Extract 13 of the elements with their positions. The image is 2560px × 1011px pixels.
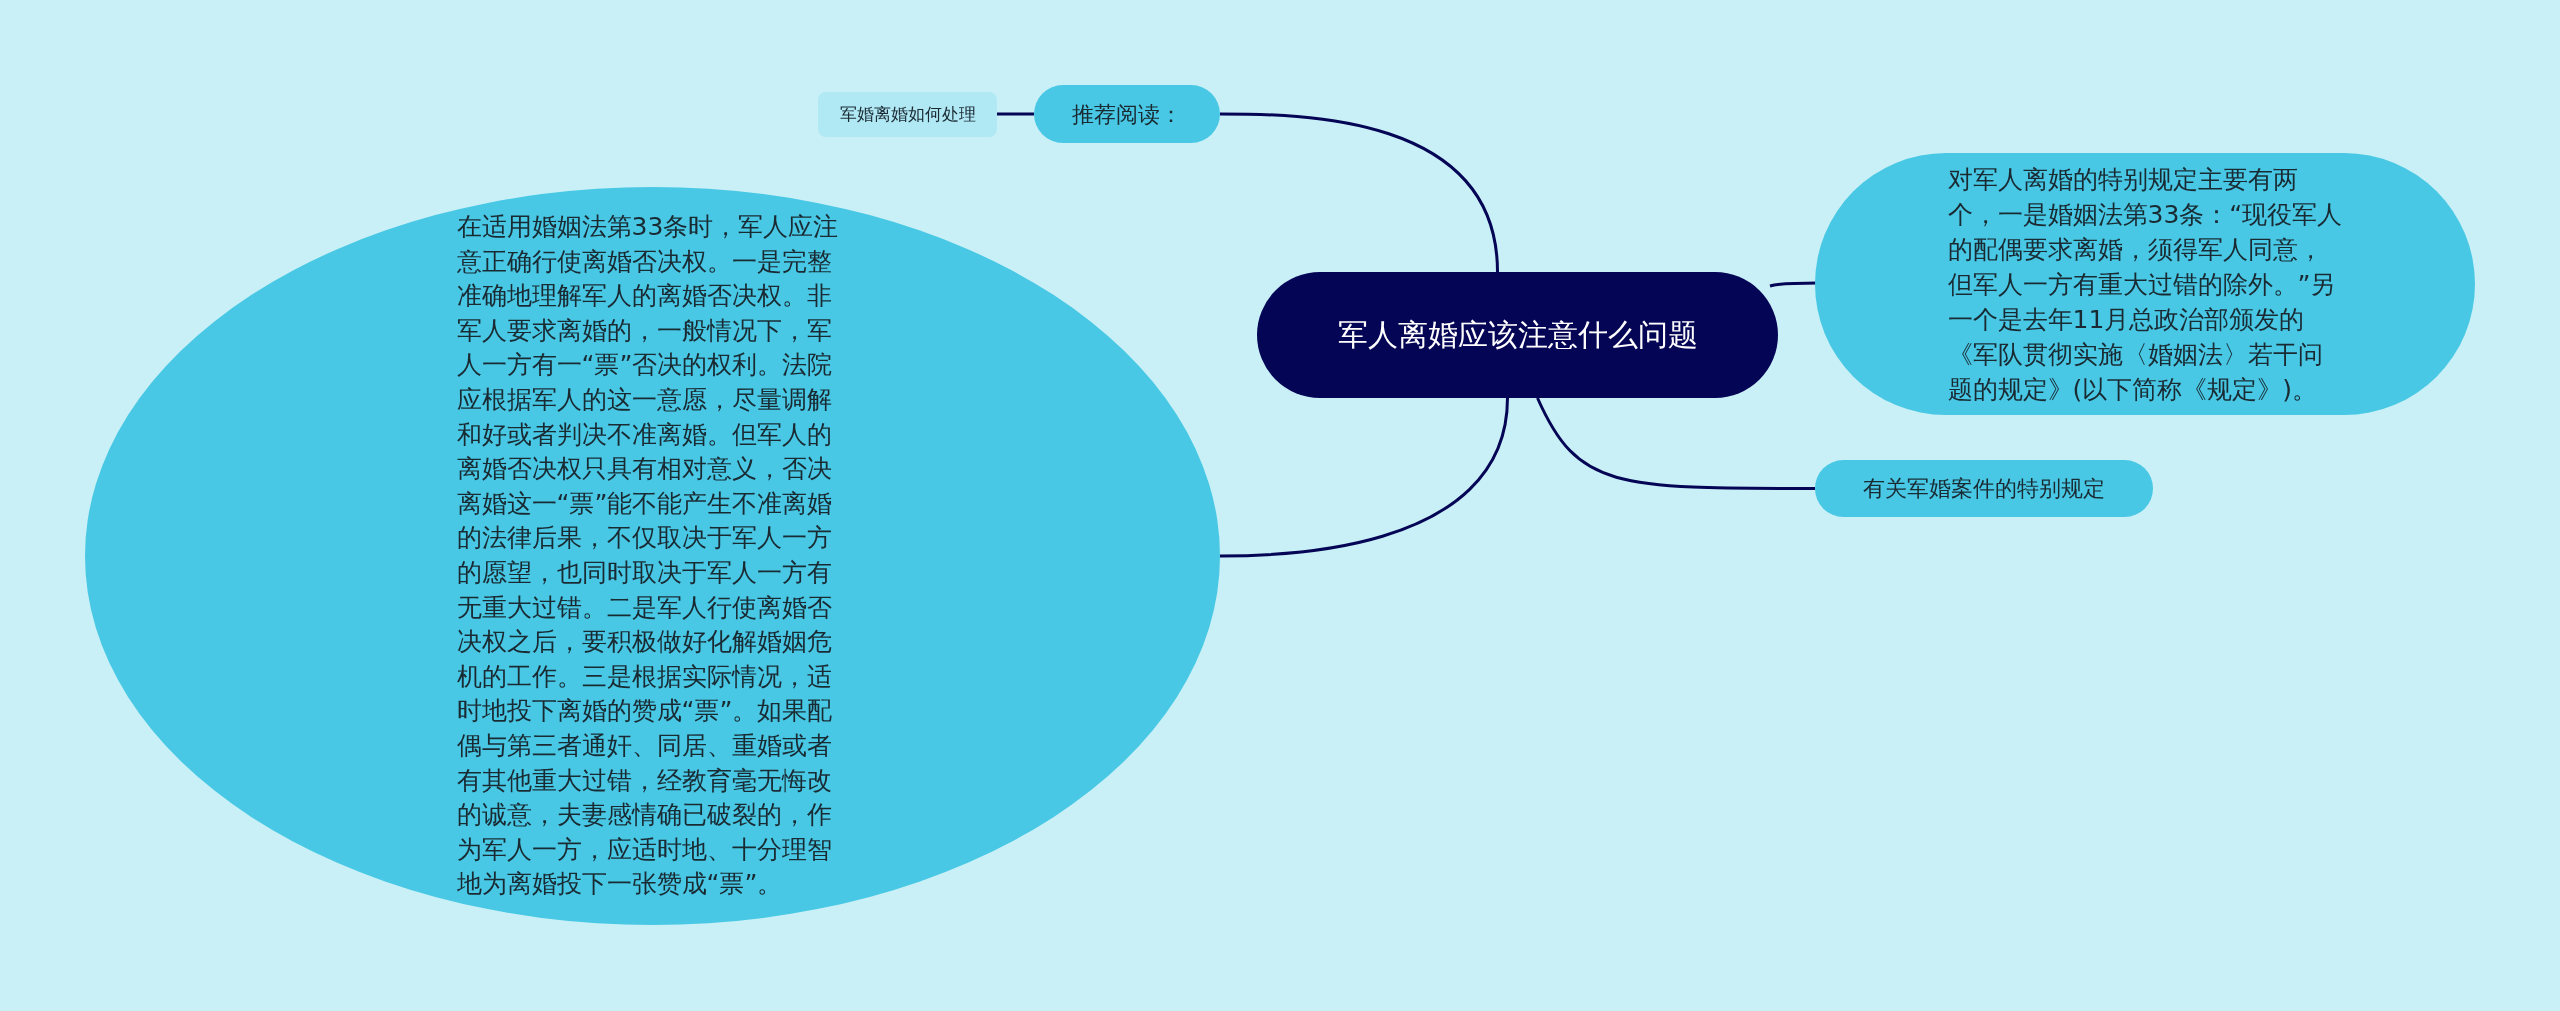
topic-text: 军婚离婚如何处理 xyxy=(839,102,976,126)
topic-pill xyxy=(1034,85,1220,143)
connector-line xyxy=(1536,397,1815,490)
connector-line xyxy=(997,112,1034,116)
connector-line xyxy=(1220,397,1509,558)
topic-text: 在适用婚姻法第33条时，军人应注意正确行使离婚否决权。一是完整准确地理解军人的离婚否决权。非军人要求离婚的，一般情况下，军人一方有一“票”否决的权利。法院应根据军人的这一意愿，尽量调解和好或者判决不准离婚。但军人的离婚否决权只具有相对意义，否决离婚这一“票”能不能产生不准离婚的法律后果，不仅取决于军人一方的愿望，也同时取决于军人一方有无重大过错。二是军人行使离婚否决权之后，要积极做好化解婚姻危机的工作。三是根据实际情况，适时地投下离婚的赞成“票”。如果配偶与第三者通奸、同居、重婚或者有其他重大过错，经教育毫无悔改的诚意，夫妻感情确已破裂的，作为军人一方，应适时地、十分理智地为离婚投下一张赞成“票”。 xyxy=(456,211,840,901)
connector-line xyxy=(1220,112,1499,273)
topic-text: 对军人离婚的特别规定主要有两个，一是婚姻法第33条：“现役军人的配偶要求离婚，须得军人同意，但军人一方有重大过错的除外。”另一个是去年11月总政治部颁发的《军队贯彻实施〈婚姻法〉若干问题的规定》(以下简称《规定》)。 xyxy=(1947,163,2343,406)
topic-text: 有关军婚案件的特别规定 xyxy=(1863,475,2105,503)
topic-pill xyxy=(1815,460,2153,517)
subtopic-label xyxy=(818,92,997,137)
topic-text: 推荐阅读： xyxy=(1072,100,1182,129)
topic-text: 军人离婚应该注意什么问题 xyxy=(1337,316,1698,354)
